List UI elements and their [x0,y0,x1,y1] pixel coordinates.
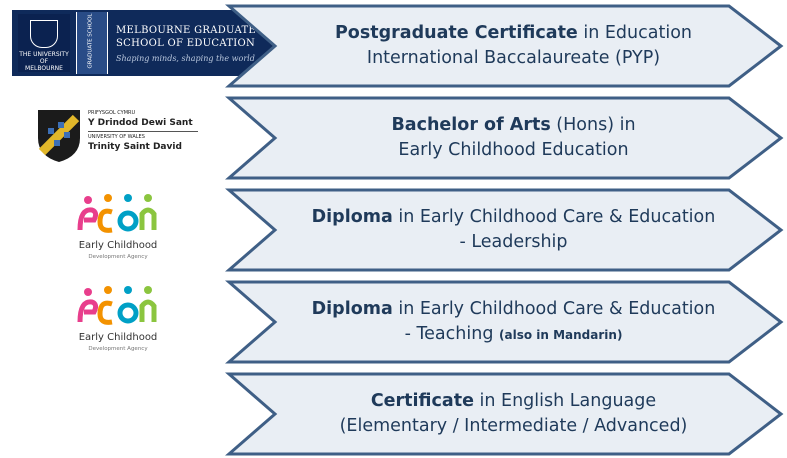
ecda-subtitle: Development Agency [88,254,148,260]
ecda-logo-2: Early Childhood Development Agency [0,278,225,366]
programme-label-5: Certificate in English Language (Element… [280,370,747,458]
melbourne-logo-panel: THE UNIVERSITY OF MELBOURNE GRADUATE SCH… [12,10,274,76]
programme-3-rest: in Early Childhood Care & Education [392,207,716,227]
chevron-4: Diploma in Early Childhood Care & Educat… [225,278,787,366]
trinity-shield-icon [38,110,80,162]
chevron-2: Bachelor of Arts (Hons) in Early Childho… [225,94,787,182]
melbourne-title: MELBOURNE GRADUATE SCHOOL OF EDUCATION [116,24,256,50]
trinity-wordmark: PRIFYSGOL CYMRU Y Drindod Dewi Sant UNIV… [88,110,198,153]
chevron-shape-icon [225,280,784,364]
programme-2-line-2: Early Childhood Education [398,140,629,160]
programme-2-title: Bachelor of Arts [391,115,551,135]
programme-1-rest: in Education [577,23,692,43]
chevron-3: Diploma in Early Childhood Care & Educat… [225,186,787,274]
crest-line-2: MELBOURNE [25,65,63,72]
programme-row-2: PRIFYSGOL CYMRU Y Drindod Dewi Sant UNIV… [0,94,787,182]
ecda-mark-icon [77,194,157,233]
chevron-shape-icon [225,372,784,456]
chevron-shape-icon [225,188,784,272]
melbourne-crest: THE UNIVERSITY OF MELBOURNE [18,14,70,72]
ecda-logo-block: Early Childhood Development Agency [68,188,168,272]
trinity-line-2: Y Drindod Dewi Sant [88,118,193,128]
crest-shield-icon [30,20,58,48]
trinity-logo: PRIFYSGOL CYMRU Y Drindod Dewi Sant UNIV… [0,94,225,182]
side-band-text: GRADUATE SCHOOL [87,13,94,69]
programme-label-1: Postgraduate Certificate in Education In… [280,2,747,90]
chevron-shape-icon [225,96,784,180]
chevron-5: Certificate in English Language (Element… [225,370,787,458]
trinity-divider [88,131,198,132]
ecda-logo-block: Early Childhood Development Agency [68,280,168,364]
melbourne-side-band: GRADUATE SCHOOL [76,12,108,74]
programme-4-rest: in Early Childhood Care & Education [392,298,716,319]
programme-4-title: Diploma [311,298,393,319]
programme-row-3: Early Childhood Development Agency Diplo… [0,186,787,274]
programme-1-title: Postgraduate Certificate [334,23,578,43]
melbourne-logo: THE UNIVERSITY OF MELBOURNE GRADUATE SCH… [0,2,274,90]
ecda-subtitle: Development Agency [88,346,148,352]
trinity-line-1: PRIFYSGOL CYMRU [88,110,136,116]
programme-2-rest: (Hons) in [550,115,636,135]
programme-label-3: Diploma in Early Childhood Care & Educat… [280,186,747,274]
programme-5-rest: in English Language [473,391,657,411]
ecda-logo-1: Early Childhood Development Agency [0,186,225,274]
chevron-1: Postgraduate Certificate in Education In… [225,2,787,90]
programme-row-5: Certificate in English Language (Element… [0,370,787,458]
programme-5-line-2: (Elementary / Intermediate / Advanced) [339,416,688,436]
programme-row-1: THE UNIVERSITY OF MELBOURNE GRADUATE SCH… [0,2,787,90]
programme-5-title: Certificate [370,391,474,411]
melbourne-title-line-1: MELBOURNE GRADUATE [116,25,257,36]
trinity-line-4: Trinity Saint David [88,142,182,152]
programme-label-4: Diploma in Early Childhood Care & Educat… [280,278,747,366]
programme-1-line-2: International Baccalaureate (PYP) [366,48,661,68]
programme-3-line-2: - Leadership [459,232,568,252]
ecda-name: Early Childhood [78,332,158,343]
melbourne-title-line-2: SCHOOL OF EDUCATION [116,38,256,49]
programme-4-line-2: - Teaching [404,323,494,344]
chevron-shape-icon [225,4,784,88]
programme-row-4: Early Childhood Development Agency Diplo… [0,278,787,366]
programme-label-2: Bachelor of Arts (Hons) in Early Childho… [280,94,747,182]
crest-line-1: THE UNIVERSITY OF [19,51,69,65]
ecda-mark-icon [77,286,157,325]
programme-4-note: (also in Mandarin) [499,327,623,342]
ecda-name: Early Childhood [78,240,158,251]
programme-3-title: Diploma [311,207,393,227]
trinity-line-3: UNIVERSITY OF WALES [88,134,145,140]
melbourne-tagline: Shaping minds, shaping the world [116,54,255,63]
